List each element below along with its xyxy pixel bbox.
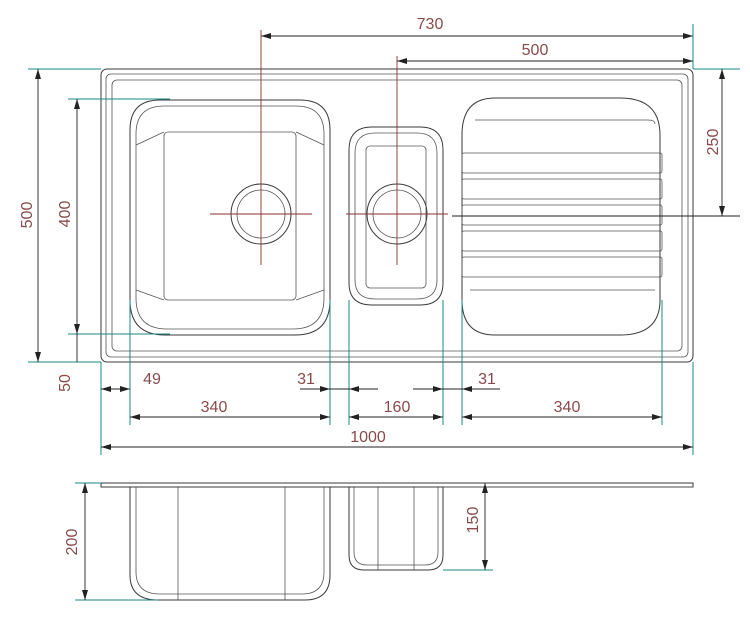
small-bowl — [346, 56, 448, 306]
dim-label-1000: 1000 — [350, 429, 386, 446]
dim-label-160: 160 — [384, 399, 411, 416]
dimension-500-top: 500 — [397, 42, 693, 64]
dim-label-340-a: 340 — [201, 399, 228, 416]
dimension-150: 150 — [443, 483, 493, 571]
dim-label-49: 49 — [143, 371, 161, 388]
dim-label-250: 250 — [705, 129, 722, 156]
dim-label-50: 50 — [57, 374, 74, 392]
dimension-250: 250 — [693, 68, 740, 216]
section-small-bowl — [348, 487, 444, 571]
bottom-dimensions: 49 31 31 340 160 340 1000 — [100, 300, 694, 455]
dim-label-340-b: 340 — [554, 399, 581, 416]
section-top-deck — [100, 482, 694, 488]
section-large-bowl — [129, 487, 331, 601]
dimension-730: 730 — [261, 16, 694, 69]
dim-label-500-top: 500 — [522, 42, 549, 59]
dim-label-400: 400 — [57, 201, 74, 228]
drainer-board — [452, 97, 740, 336]
dim-label-200: 200 — [64, 529, 81, 556]
dim-label-730: 730 — [417, 16, 444, 33]
dim-label-31-a: 31 — [297, 371, 315, 388]
dim-label-150: 150 — [465, 507, 482, 534]
dimension-50: 50 — [57, 334, 78, 392]
dim-label-500-left: 500 — [19, 202, 36, 229]
dim-label-31-b: 31 — [478, 371, 496, 388]
sink-section-view — [100, 482, 694, 601]
sink-top-view — [100, 30, 740, 363]
dimension-200: 200 — [64, 482, 158, 601]
dimension-400: 400 — [57, 98, 170, 335]
dimension-500-left: 500 — [19, 68, 101, 363]
large-bowl — [129, 30, 331, 336]
